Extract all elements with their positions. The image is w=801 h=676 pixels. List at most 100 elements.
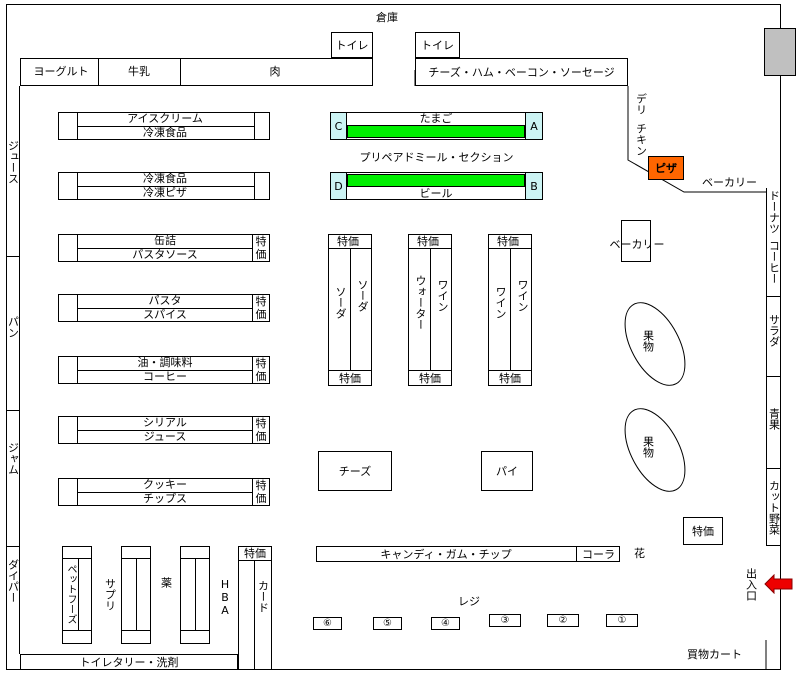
aisle-divider: [350, 248, 351, 370]
drink-special-top: 特価: [337, 235, 359, 248]
drink-right-label: ソーダ: [356, 278, 369, 312]
aisle-end-cap: [58, 294, 78, 322]
register-label: レジ: [458, 595, 480, 608]
toiletry-shelf: トイレタリー・洗剤: [20, 654, 238, 670]
bakery-box-label: ベーカリー: [609, 238, 665, 251]
aisle-special-label: 特価: [255, 417, 267, 443]
aisle-divider: [78, 308, 252, 309]
card-shelf: [238, 546, 272, 670]
aisle-bottom-label: 冷凍食品: [143, 126, 187, 139]
warehouse-label: 倉庫: [376, 11, 398, 24]
divider: [254, 560, 255, 670]
drink-special-top: 特価: [417, 235, 439, 248]
shelf-end-a: A: [525, 112, 543, 140]
pizza-box: ピザ: [648, 156, 684, 180]
divider: [121, 630, 151, 631]
aisle-special-label: 特価: [255, 295, 267, 321]
meat-label: 肉: [269, 65, 281, 78]
aisle-top-label: アイスクリーム: [127, 112, 203, 125]
aisle-special-label: 特価: [255, 479, 267, 505]
aisle-end-cap: [58, 416, 78, 444]
shelf-end-c: C: [330, 112, 347, 140]
divider: [78, 558, 79, 630]
aisle-special-label: 特価: [255, 235, 267, 261]
special-box-produce: 特価: [683, 517, 723, 545]
toilet-box: トイレ: [415, 32, 460, 58]
divider: [180, 58, 181, 86]
aisle-bottom-label: スパイス: [143, 308, 187, 321]
divider: [6, 546, 20, 547]
drink-left-label: ソーダ: [334, 285, 347, 319]
aisle-bottom-label: チップス: [143, 492, 187, 505]
register-counter: ④: [431, 617, 460, 630]
aisle-end-cap: [58, 234, 78, 262]
divider: [6, 410, 20, 411]
drink-special-bottom: 特価: [499, 372, 521, 385]
register-counter: ⑤: [373, 617, 402, 630]
produce-wall-label: 青果: [767, 408, 781, 430]
left-wall-strip: [6, 86, 20, 654]
shelf-end-d: D: [330, 172, 347, 200]
aisle-end-cap: [254, 172, 270, 200]
cart-label: 買物カート: [687, 648, 742, 661]
divider: [136, 558, 137, 630]
supplement-label: サプリ: [103, 577, 117, 611]
bakery-counter-label: ベーカリー: [702, 176, 757, 189]
entrance-arrow-icon: [764, 574, 793, 594]
aisle-bottom-label: 冷凍ピザ: [143, 186, 187, 199]
divider: [180, 630, 210, 631]
aisle-end-cap: [254, 112, 270, 140]
divider: [62, 630, 92, 631]
pet-food-label: ペットフーズ: [65, 564, 76, 624]
bread-wall-label: パン: [6, 316, 20, 338]
aisle-bottom-label: ジュース: [143, 430, 187, 443]
register-counter: ①: [606, 614, 638, 627]
aisle-end-cap: [252, 478, 270, 506]
aisle-top-label: 缶詰: [154, 234, 176, 247]
medicine-label: 薬: [159, 576, 173, 588]
fruit-label: 果物: [641, 330, 655, 352]
drink-left-label: ワイン: [494, 285, 507, 319]
candy-label: キャンディ・ガム・チップ: [380, 548, 512, 561]
aisle-divider: [328, 370, 372, 371]
aisle-divider: [488, 370, 532, 371]
divider: [195, 558, 196, 630]
aisle-top-label: 油・調味料: [137, 356, 193, 369]
coffee-wall-label: コーヒー: [767, 240, 781, 284]
aisle-divider: [78, 370, 252, 371]
aisle-top-label: シリアル: [143, 416, 187, 429]
pet-food-shelf: [62, 546, 92, 644]
diaper-wall-label: ダイパー: [6, 559, 20, 603]
cut-veg-wall-label: カット野菜: [767, 479, 781, 535]
aisle-divider: [430, 248, 431, 370]
aisle-divider: [78, 430, 252, 431]
entrance-label: 出入口: [744, 567, 758, 601]
drink-right-label: ワイン: [516, 278, 529, 312]
right-wall-strip: [766, 188, 781, 546]
divider: [6, 256, 20, 257]
aisle-divider: [78, 126, 254, 127]
back-door: [764, 28, 796, 76]
cola-label: コーラ: [582, 548, 615, 561]
aisle-end-cap: [252, 416, 270, 444]
candy-shelf: [316, 546, 620, 562]
yogurt-label: ヨーグルト: [33, 65, 89, 78]
shelf-end-b: B: [525, 172, 543, 200]
flower-label: 花: [634, 547, 645, 560]
eggs-label: たまご: [419, 112, 453, 125]
juice-wall-label: ジュース: [6, 140, 20, 184]
aisle-end-cap: [252, 234, 270, 262]
aisle-divider: [78, 186, 254, 187]
divider: [238, 560, 272, 561]
divider: [62, 558, 92, 559]
salad-wall-label: サラダ: [767, 313, 781, 347]
top-dairy-meat-wall: [20, 58, 373, 86]
aisle-end-cap: [58, 112, 78, 140]
fruit-label: 果物: [641, 436, 655, 458]
jam-wall-label: ジャム: [6, 441, 20, 475]
aisle-top-label: パスタ: [148, 294, 182, 307]
aisle-top-label: クッキー: [143, 478, 187, 491]
card-special-label: 特価: [244, 547, 266, 560]
